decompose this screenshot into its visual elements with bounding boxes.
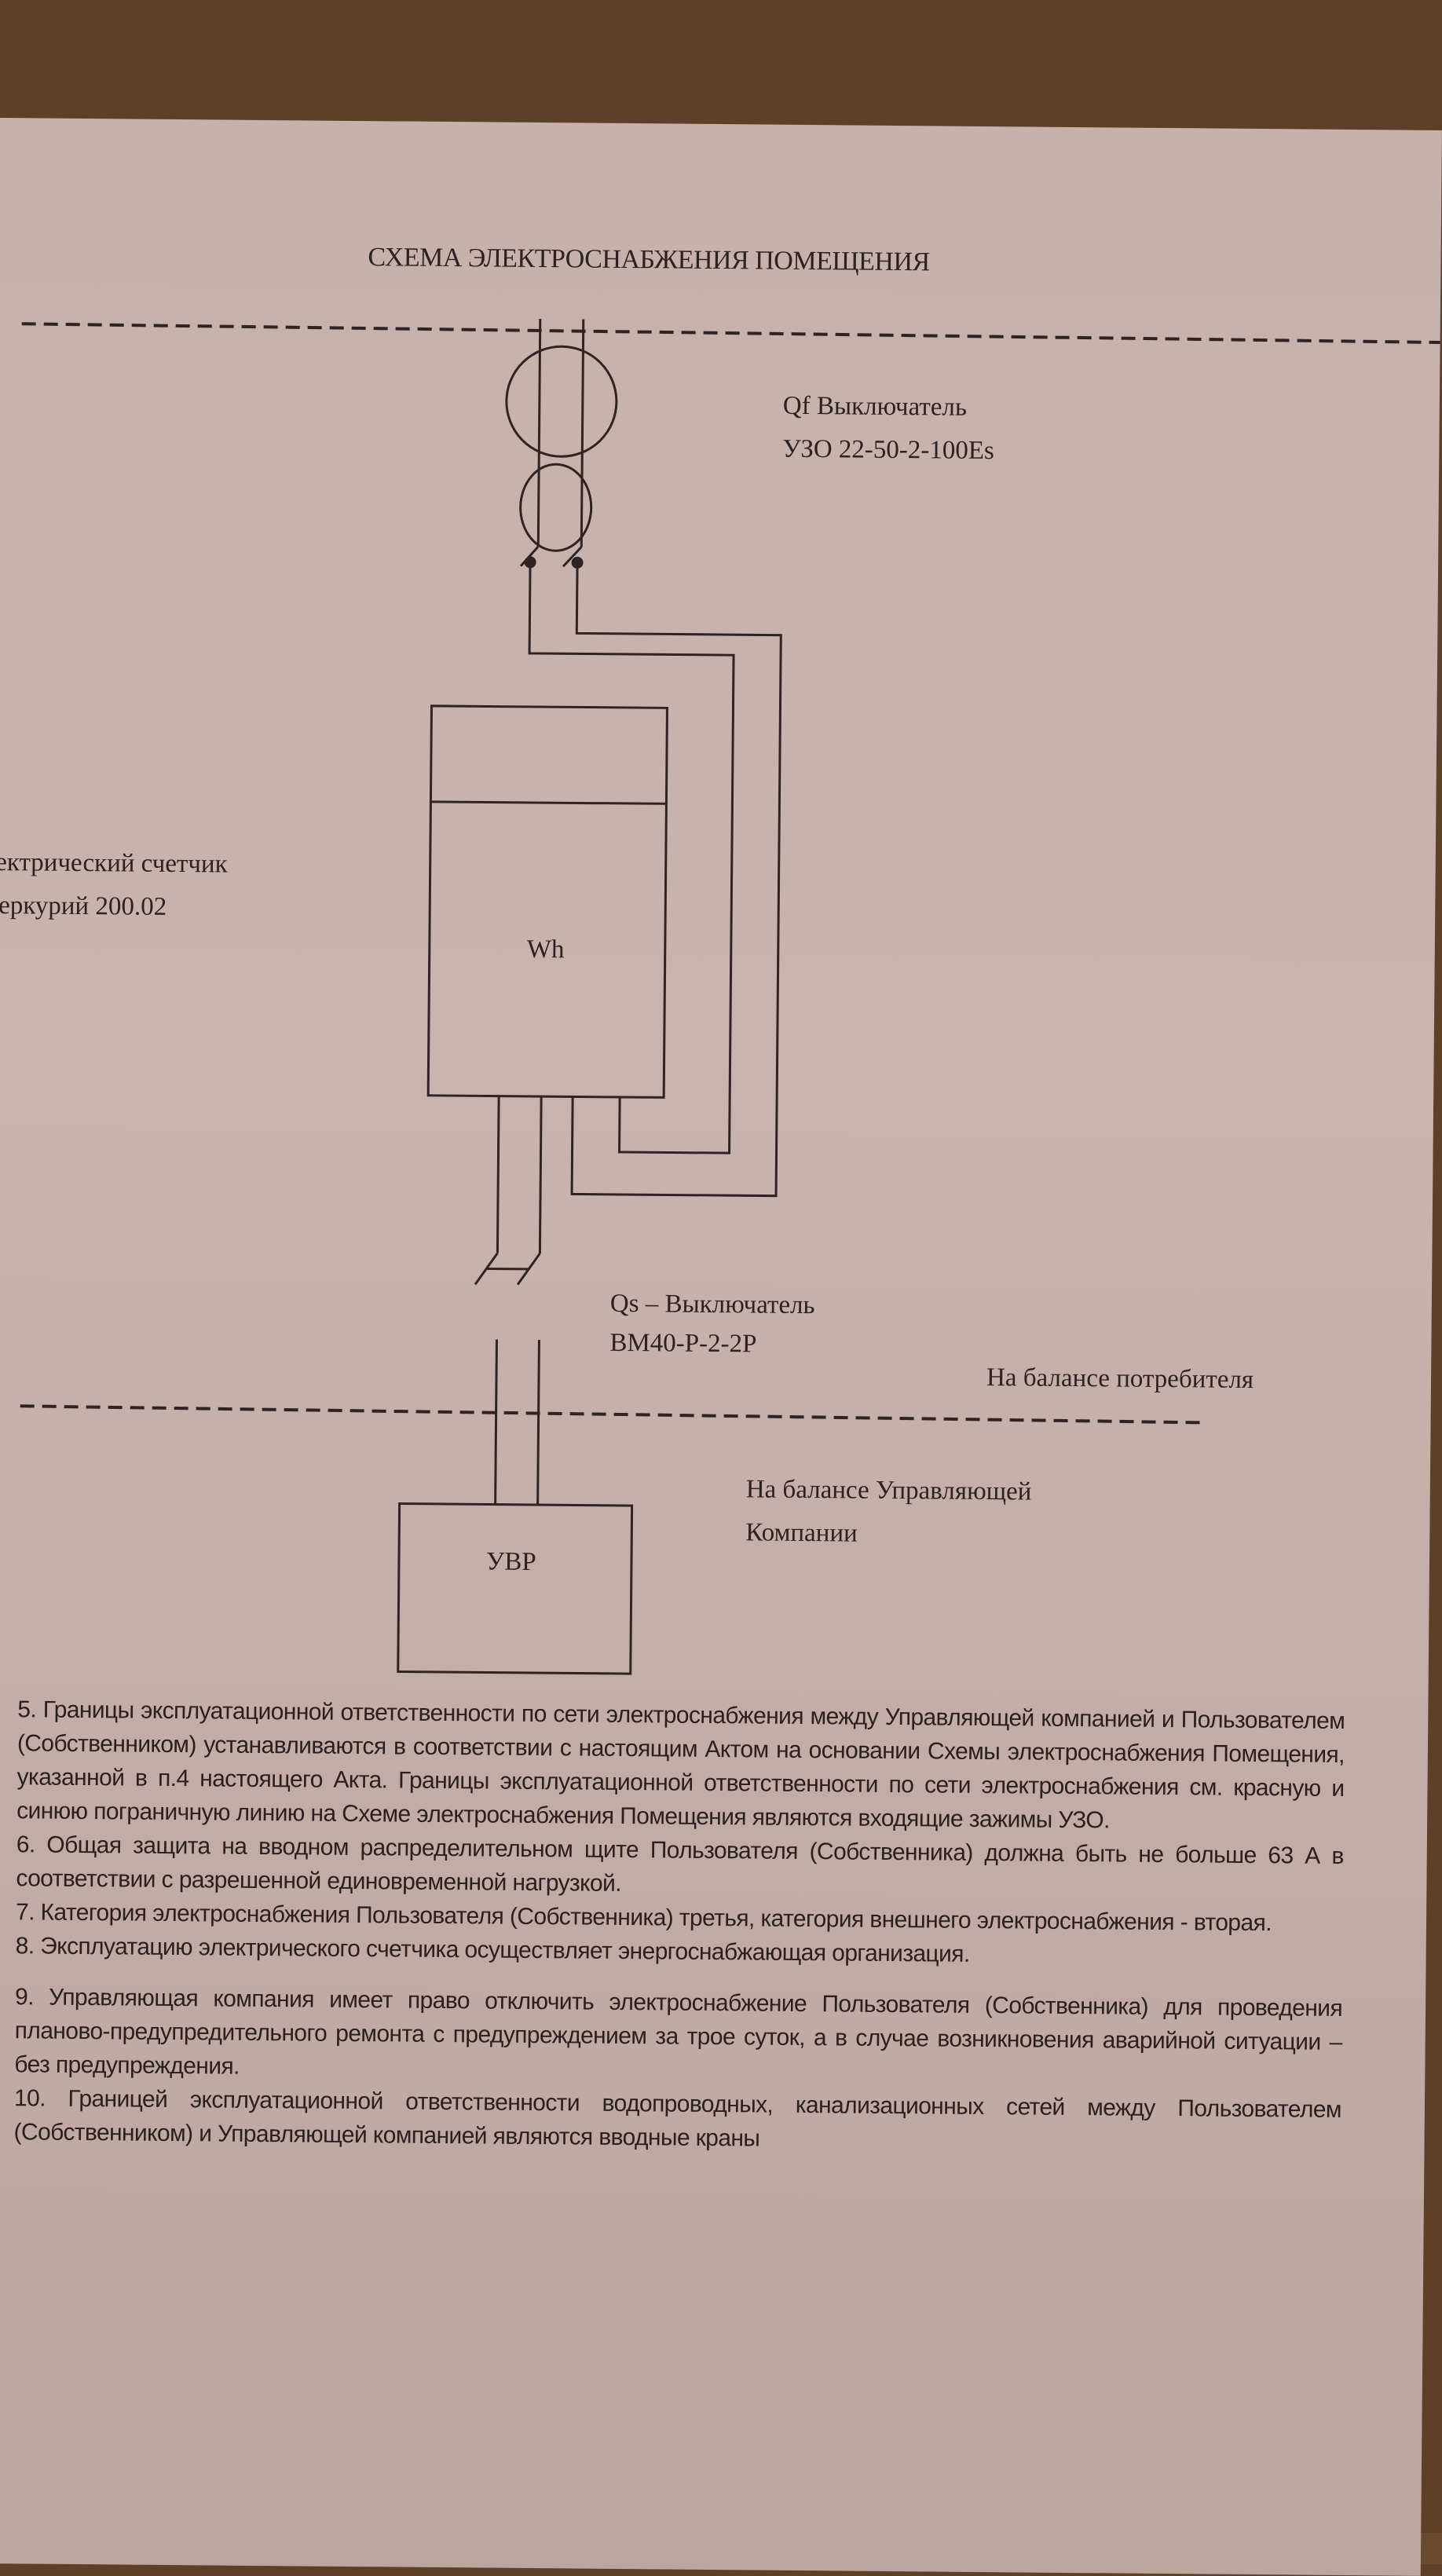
- output-wire-1: [497, 1096, 499, 1253]
- consumer-balance-label: На балансе потребителя: [986, 1363, 1254, 1395]
- boundary-line-bottom: [20, 1406, 1206, 1422]
- meter-symbol: Wh: [527, 935, 565, 964]
- wire-loop-2: [572, 562, 781, 1195]
- output-wire-3: [496, 1340, 497, 1505]
- paragraph-10: 10. Границей эксплуатационной ответствен…: [13, 2081, 1341, 2161]
- meter-box: [428, 706, 667, 1098]
- meter-model: Меркурий 200.02: [0, 891, 167, 922]
- document-page: СХЕМА ЭЛЕКТРОСНАБЖЕНИЯ ПОМЕЩЕНИЯ Qf Выкл…: [0, 118, 1442, 2576]
- document-body: 5. Границы эксплуатационной ответственно…: [13, 1692, 1345, 2161]
- meter-divider: [430, 802, 666, 804]
- output-wire-4: [538, 1340, 540, 1505]
- qs-model: ВМ40-Р-2-2Р: [609, 1329, 756, 1359]
- company-balance-label-2: Компании: [745, 1518, 858, 1548]
- meter-label: лектрический счетчик: [0, 848, 228, 880]
- paragraph-9: 9. Управляющая компания имеет право откл…: [14, 1980, 1342, 2093]
- paragraph-6: 6. Общая защита на вводном распределител…: [16, 1828, 1344, 1907]
- output-wire-2: [540, 1096, 541, 1253]
- uvr-box: [398, 1504, 632, 1674]
- qf-label: Qf Выключатель: [783, 392, 967, 423]
- boundary-line-top: [22, 324, 1440, 342]
- input-wire-2: [581, 319, 584, 547]
- paragraph-5: 5. Границы эксплуатационной ответственно…: [16, 1692, 1345, 1839]
- company-balance-label: На балансе Управляющей: [746, 1475, 1032, 1506]
- uvr-label: УВР: [486, 1547, 536, 1577]
- rcd-transformer-symbol: [506, 346, 617, 457]
- wire-loop-1: [525, 562, 735, 1153]
- qf-model: УЗО 22-50-2-100Es: [782, 435, 994, 466]
- input-wire-1: [538, 319, 540, 547]
- power-supply-diagram: [0, 118, 1442, 1701]
- qs-label: Qs – Выключатель: [610, 1290, 815, 1320]
